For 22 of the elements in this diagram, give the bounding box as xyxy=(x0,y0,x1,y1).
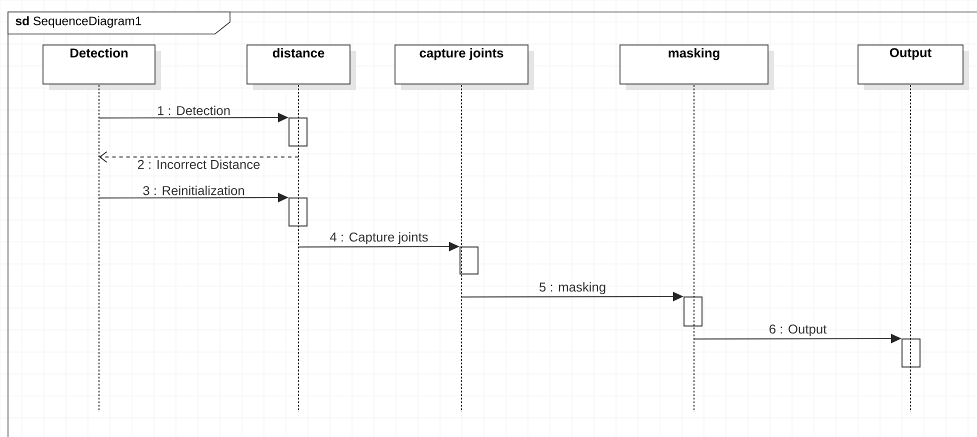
message-label: 3 : Reinitialization xyxy=(143,186,244,196)
frame-tab: sd SequenceDiagram1 xyxy=(8,12,230,34)
activation-bar xyxy=(684,296,702,326)
lifeline-box: masking xyxy=(620,44,774,90)
message-label: 5 : masking xyxy=(540,282,606,294)
activation-bar xyxy=(288,118,308,146)
lifeline xyxy=(98,84,100,412)
message-label: 1 : Detection xyxy=(158,106,230,116)
activation-bar xyxy=(902,338,920,368)
lifeline xyxy=(461,84,462,412)
message-label: 6 : Output xyxy=(770,324,827,336)
lifeline-box: Detection xyxy=(42,44,161,90)
lifeline xyxy=(910,84,911,412)
message-label: 4 : Capture joints xyxy=(330,232,428,244)
lifeline xyxy=(298,84,299,412)
activation-bar xyxy=(460,246,478,274)
activation-bar xyxy=(288,198,308,226)
message-arrow xyxy=(99,151,299,163)
lifeline-box: capture joints xyxy=(394,44,534,90)
message-label: 2 : Incorrect Distance xyxy=(138,160,260,170)
lifeline-box: Output xyxy=(858,44,970,90)
lifeline-box: distance xyxy=(246,44,356,90)
